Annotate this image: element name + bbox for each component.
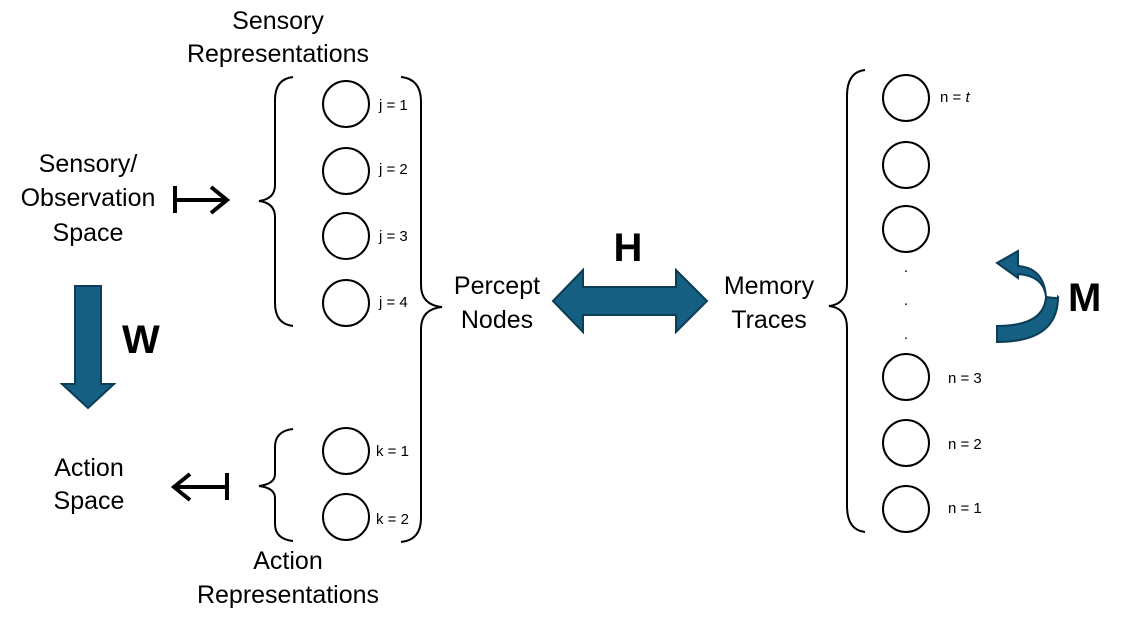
sensory-space-label-line2: Observation [21, 184, 156, 212]
ellipsis-dot-1: . [904, 259, 908, 276]
sensory-space-label-line3: Space [53, 219, 124, 247]
ellipsis-dot-2: . [904, 292, 908, 309]
svg-text:j = 4: j = 4 [378, 294, 408, 311]
sensory-representations-label-line2: Representations [187, 40, 369, 68]
action-representations-label-line1: Action [253, 547, 322, 575]
sensory-left-brace [258, 76, 294, 327]
maps-to-arrow-icon [173, 185, 231, 215]
svg-text:j = 3: j = 3 [378, 228, 408, 245]
svg-text:j = 2: j = 2 [378, 161, 408, 178]
svg-text:n = 3: n = 3 [948, 370, 982, 387]
memory-node-t: n = t [882, 74, 970, 122]
w-matrix-label: W [122, 318, 160, 362]
m-matrix-label: M [1068, 276, 1101, 320]
action-left-brace [258, 428, 294, 542]
m-curved-arrow-icon [995, 249, 1060, 344]
action-representations-label-line2: Representations [197, 581, 379, 609]
h-double-arrow-icon [551, 267, 709, 335]
w-down-arrow-icon [59, 285, 117, 410]
ellipsis-dot-3: . [904, 326, 908, 343]
svg-text:n = t: n = t [940, 89, 970, 106]
memory-node-1: n = 1 [882, 485, 982, 533]
sensory-node-2: j = 2 [322, 147, 408, 195]
action-node-2: k = 2 [322, 493, 409, 541]
sensory-space-label-line1: Sensory/ [39, 150, 138, 178]
memory-node-unlabeled-1 [882, 141, 930, 189]
sensory-node-1: j = 1 [322, 80, 408, 128]
percept-nodes-label-line2: Nodes [461, 306, 533, 334]
sensory-node-3: j = 3 [322, 212, 408, 260]
maps-from-arrow-icon [170, 472, 229, 502]
percept-nodes-label-line1: Percept [454, 272, 540, 300]
memory-node-2: n = 2 [882, 419, 982, 467]
action-space-label-line2: Space [54, 487, 125, 515]
memory-node-3: n = 3 [882, 353, 982, 401]
memory-traces-label-line1: Memory [724, 272, 815, 300]
memory-left-brace [828, 69, 866, 533]
sensory-representations-label-line1: Sensory [232, 7, 324, 35]
svg-text:n = 2: n = 2 [948, 436, 982, 453]
h-matrix-label: H [614, 226, 643, 270]
svg-text:k = 2: k = 2 [376, 511, 409, 528]
action-node-1: k = 1 [322, 427, 409, 475]
svg-text:n = 1: n = 1 [948, 500, 982, 517]
memory-traces-label-line2: Traces [731, 306, 806, 334]
percept-right-brace [400, 76, 443, 543]
svg-text:k = 1: k = 1 [376, 443, 409, 460]
sensory-node-4: j = 4 [322, 279, 408, 327]
action-space-label-line1: Action [54, 454, 123, 482]
memory-node-unlabeled-2 [882, 205, 930, 253]
svg-text:j = 1: j = 1 [378, 97, 408, 114]
